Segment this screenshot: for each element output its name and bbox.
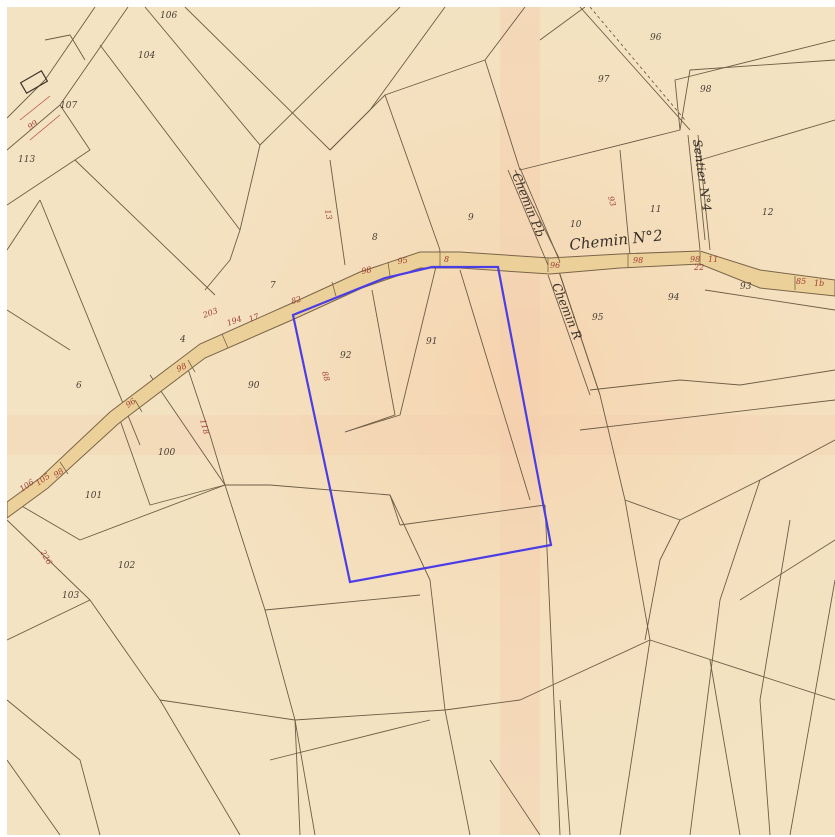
road-number: 95 <box>397 256 408 266</box>
parcel-number: 95 <box>592 313 604 323</box>
road-number: 93 <box>606 195 617 207</box>
road-chemin-2 <box>7 250 835 519</box>
paper-fold-horizontal <box>7 415 835 455</box>
road-ticks <box>59 252 796 475</box>
parcel-number: 10 <box>570 220 582 230</box>
parcel-number: 97 <box>598 75 610 85</box>
parcel-lines <box>7 7 835 835</box>
parcel-number: 93 <box>740 282 752 292</box>
road-number: 17 <box>248 312 261 324</box>
road-number: 88 <box>320 370 331 382</box>
road-number: 22 <box>693 263 704 272</box>
parcel-number: 6 <box>76 381 82 391</box>
parcel-number: 4 <box>179 335 186 345</box>
road-number: 98 <box>175 361 188 373</box>
road-number: 13 <box>323 209 334 221</box>
parcel-number: 90 <box>248 381 260 391</box>
parcel-number: 102 <box>118 561 135 571</box>
parcel-number: 7 <box>270 281 276 291</box>
road-number: 11 <box>708 255 718 264</box>
red-marks <box>19 95 61 141</box>
cadastral-map: Chemin N°2 Chemin P.b Chemin R Sentier N… <box>7 7 835 835</box>
parcel-number: 98 <box>700 85 712 95</box>
road-number: 85 <box>796 277 806 286</box>
road-number: 98 <box>361 265 373 276</box>
parcel-number: 106 <box>160 11 177 21</box>
parcel-number: 104 <box>138 51 155 61</box>
road-number: 118 <box>198 418 211 435</box>
parcel-number: 11 <box>650 205 661 215</box>
paper-stain <box>7 7 835 835</box>
parcel-number: 12 <box>762 208 774 218</box>
road-number: 82 <box>290 295 302 306</box>
parcel-number: 113 <box>18 155 35 165</box>
paper-fold-vertical <box>500 7 540 835</box>
parcel-number: 91 <box>426 337 437 347</box>
parcel-number: 92 <box>340 351 352 361</box>
parcel-number: 9 <box>468 213 474 223</box>
road-numbers: 203 194 17 98 96 95 98 82 106 105 98 8 9… <box>18 118 824 566</box>
road-number: 98 <box>690 255 700 264</box>
building <box>19 69 49 95</box>
lane-chemin-rural <box>547 273 601 396</box>
lane-chemin-pb <box>507 167 561 266</box>
parcel-numbers: 106 96 97 98 104 107 113 7 8 9 10 11 12 … <box>18 11 774 601</box>
road-number: 98 <box>633 256 643 265</box>
road-number: 96 <box>550 261 560 270</box>
parcel-number: 96 <box>650 33 662 43</box>
parcel-number: 101 <box>85 491 102 501</box>
parcel-number: 100 <box>158 448 175 458</box>
road-number: 8 <box>444 255 449 264</box>
lane-sentier <box>687 134 711 251</box>
parcel-number: 103 <box>62 591 79 601</box>
parcel-number: 94 <box>668 293 680 303</box>
parcel-number: 107 <box>60 101 77 111</box>
parcel-number: 8 <box>372 233 378 243</box>
selected-area-outline[interactable] <box>291 265 553 584</box>
road-number: 1b <box>814 279 824 288</box>
